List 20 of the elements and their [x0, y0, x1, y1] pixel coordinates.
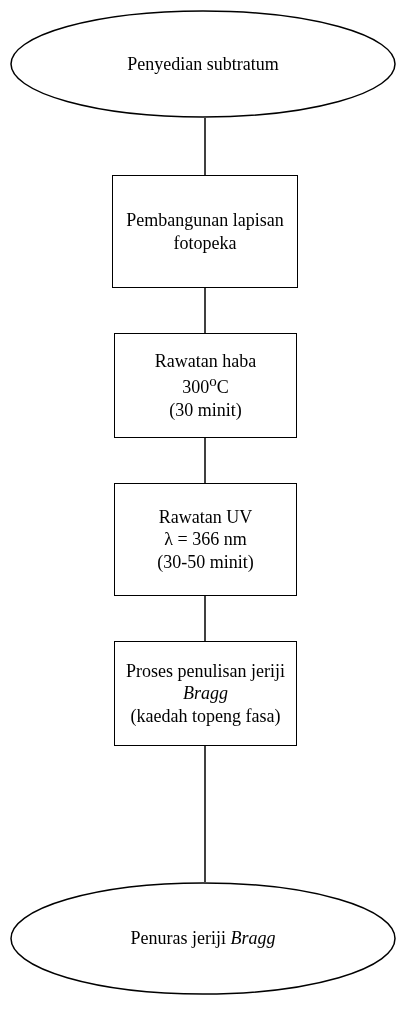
- step-text: (30 minit): [169, 398, 242, 422]
- connector-line: [204, 437, 206, 484]
- process-box: [114, 641, 297, 746]
- process-box: [114, 333, 297, 438]
- step-text: Pembangunan lapisan fotopeka: [125, 209, 285, 254]
- step-text: Penuras jeriji Bragg: [130, 927, 276, 950]
- step-text: 300$^{o}$C: [182, 372, 229, 399]
- step-text: λ = 366 nm: [164, 528, 247, 551]
- step-text: Rawatan UV: [158, 505, 253, 529]
- step-text: (kaedah topeng fasa): [130, 704, 281, 728]
- step-text: Proses penulisan jeriji Bragg: [125, 659, 286, 705]
- process-box: [114, 483, 297, 596]
- connector-line: [204, 117, 206, 176]
- step-text: Rawatan haba: [154, 349, 257, 373]
- process-box: [112, 175, 298, 288]
- step-text: (30-50 minit): [157, 550, 254, 574]
- step-text: Penyedian subtratum: [127, 52, 279, 76]
- connector-line: [204, 595, 206, 642]
- connector-line: [204, 287, 206, 334]
- connector-line: [204, 745, 206, 883]
